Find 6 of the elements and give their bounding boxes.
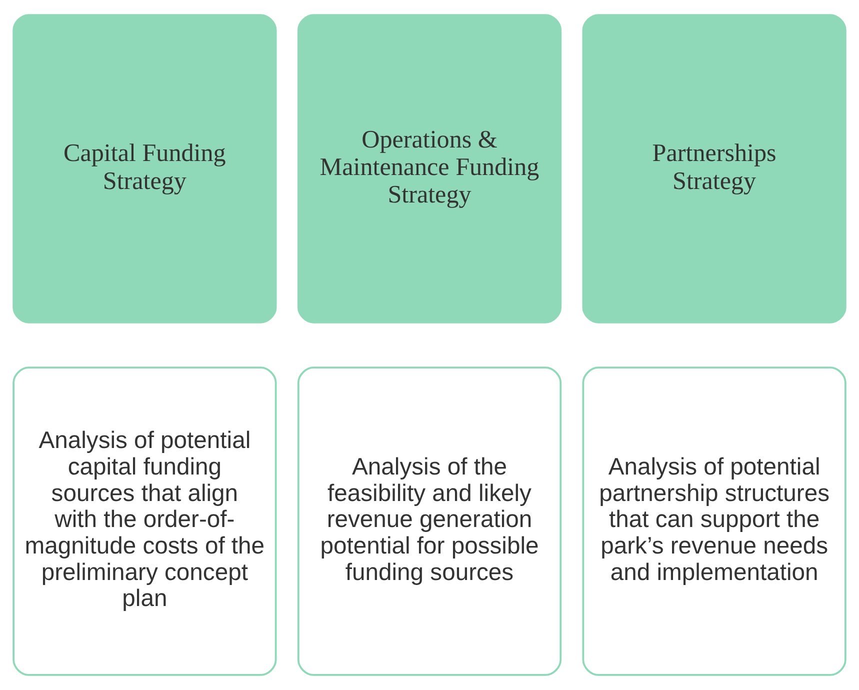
node-box: Analysis of potential partnership structures that can support the park’s revenue needs and implementation <box>582 366 846 676</box>
node-box: Capital Funding Strategy <box>12 14 277 324</box>
node-box: Partnerships Strategy <box>582 14 846 324</box>
node-box: Analysis of potential capital funding sources that align with the order-of-magnitude costs of the preliminary concept plan <box>12 366 277 676</box>
node-box: Operations & Maintenance Funding Strategy <box>297 14 562 324</box>
node-box: Analysis of the feasibility and likely revenue generation potential for possible funding sources <box>297 366 562 676</box>
